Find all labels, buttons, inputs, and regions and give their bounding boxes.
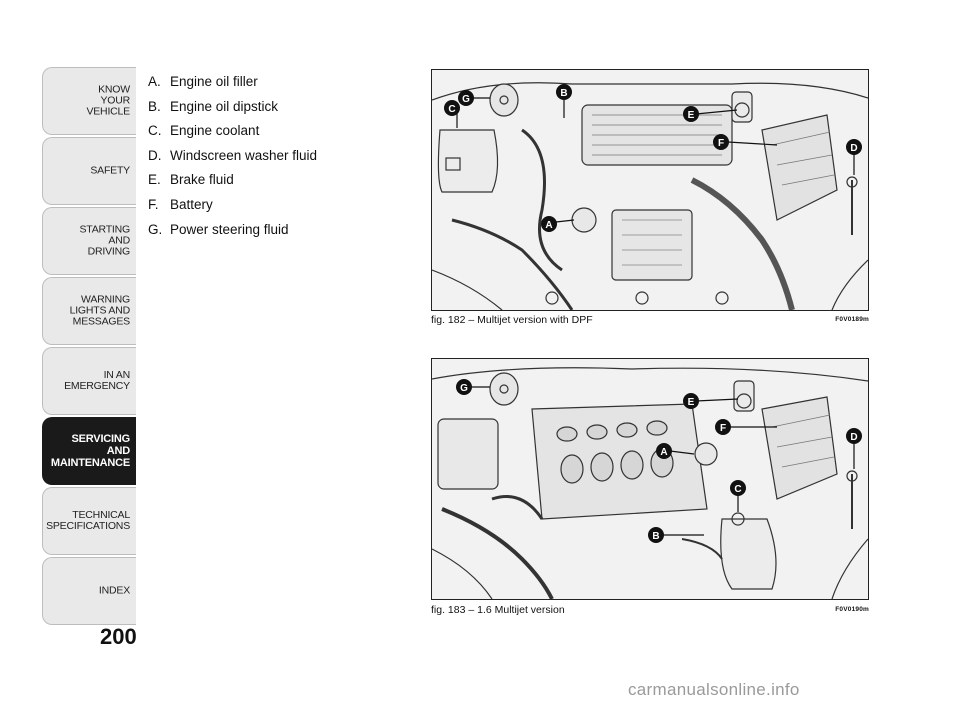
svg-text:A: A — [545, 220, 552, 231]
legend-key: G. — [148, 221, 163, 237]
legend-item: G. Power steering fluid — [148, 218, 317, 243]
legend-text: Battery — [170, 196, 213, 212]
chapter-tabs: KNOW YOUR VEHICLE SAFETY STARTING AND DR… — [42, 67, 136, 627]
legend-key: A. — [148, 74, 161, 89]
svg-text:D: D — [850, 432, 857, 443]
legend-text: Windscreen washer fluid — [170, 147, 318, 163]
legend-text: Power steering fluid — [170, 221, 289, 237]
legend-text: Engine oil dipstick — [170, 98, 279, 114]
svg-text:C: C — [734, 484, 741, 495]
svg-text:G: G — [462, 94, 470, 105]
tab-label: INDEX — [98, 584, 130, 597]
callout-E: E — [683, 393, 699, 409]
svg-text:B: B — [652, 531, 659, 542]
legend-key: D. — [148, 147, 162, 163]
figure-caption: fig. 183 – 1.6 Multijet version F0V0190m — [431, 604, 869, 616]
callout-D: D — [846, 139, 862, 155]
svg-text:G: G — [460, 383, 468, 394]
figure-code: F0V0190m — [835, 606, 869, 613]
tab-label: IN AN EMERGENCY — [64, 369, 130, 392]
figure-caption: fig. 182 – Multijet version with DPF F0V… — [431, 314, 869, 326]
callout-F: F — [713, 134, 729, 150]
svg-text:D: D — [850, 143, 857, 154]
engine-bay-illustration-1-6-multijet: G E F D A C B — [431, 358, 869, 600]
tab-know-your-vehicle[interactable]: KNOW YOUR VEHICLE — [42, 67, 136, 135]
callout-B: B — [556, 84, 572, 100]
svg-text:E: E — [688, 397, 695, 408]
legend-text: Engine coolant — [170, 123, 260, 139]
callout-C: C — [730, 480, 746, 496]
callout-C: C — [444, 100, 460, 116]
callout-A: A — [541, 216, 557, 232]
legend-text: Brake fluid — [170, 172, 234, 188]
tab-in-an-emergency[interactable]: IN AN EMERGENCY — [42, 347, 136, 415]
watermark: carmanualsonline.info — [628, 680, 800, 699]
legend-item: B. Engine oil dipstick — [148, 95, 317, 120]
tab-technical-specifications[interactable]: TECHNICAL SPECIFICATIONS — [42, 487, 136, 555]
legend-item: C. Engine coolant — [148, 119, 317, 144]
svg-text:F: F — [720, 423, 726, 434]
svg-text:E: E — [688, 110, 695, 121]
tab-label: TECHNICAL SPECIFICATIONS — [46, 509, 130, 532]
legend-item: D. Windscreen washer fluid — [148, 144, 317, 169]
legend-key: B. — [148, 98, 161, 114]
tab-label: SAFETY — [90, 164, 130, 177]
engine-bay-illustration-dpf: G C B E F D A — [431, 69, 869, 311]
legend-text: Engine oil filler — [170, 74, 258, 89]
legend-key: C. — [148, 123, 162, 139]
callout-A: A — [656, 443, 672, 459]
callout-G: G — [456, 379, 472, 395]
tab-warning-lights[interactable]: WARNING LIGHTS AND MESSAGES — [42, 277, 136, 345]
engine-drawing: G E F D A C B — [432, 367, 868, 599]
tab-servicing-and-maintenance[interactable]: SERVICING AND MAINTENANCE — [42, 417, 136, 485]
legend-item: F. Battery — [148, 193, 317, 218]
callout-G: G — [458, 90, 474, 106]
engine-drawing: G C B E F D A — [432, 82, 868, 310]
page-number: 200 — [100, 624, 137, 649]
legend-item: E. Brake fluid — [148, 168, 317, 193]
caption-text: fig. 183 – 1.6 Multijet version — [431, 604, 565, 616]
tab-label: KNOW YOUR VEHICLE — [86, 83, 130, 118]
callout-D: D — [846, 428, 862, 444]
svg-text:B: B — [560, 88, 567, 99]
tab-label: STARTING AND DRIVING — [79, 223, 130, 258]
tab-label: WARNING LIGHTS AND MESSAGES — [69, 293, 131, 328]
tab-starting-and-driving[interactable]: STARTING AND DRIVING — [42, 207, 136, 275]
callout-B: B — [648, 527, 664, 543]
figure-code: F0V0189m — [835, 316, 869, 323]
tab-index[interactable]: INDEX — [42, 557, 136, 625]
svg-text:A: A — [660, 447, 667, 458]
svg-text:C: C — [448, 104, 455, 115]
caption-text: fig. 182 – Multijet version with DPF — [431, 314, 593, 326]
legend-key: E. — [148, 172, 161, 188]
callout-F: F — [715, 419, 731, 435]
tab-label: SERVICING AND MAINTENANCE — [50, 433, 130, 469]
component-legend: A. Engine oil filler B. Engine oil dipstic… — [148, 70, 317, 242]
tab-safety[interactable]: SAFETY — [42, 137, 136, 205]
legend-key: F. — [148, 196, 159, 212]
callout-E: E — [683, 106, 699, 122]
legend-item: A. Engine oil filler — [148, 70, 317, 95]
svg-text:F: F — [718, 138, 724, 149]
